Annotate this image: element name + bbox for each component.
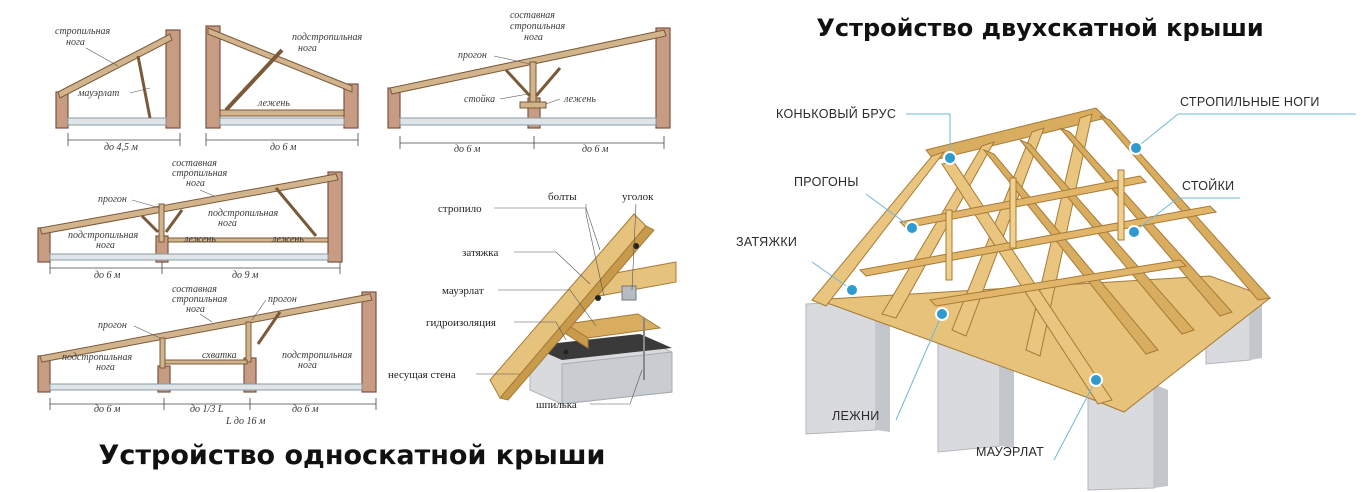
diagram-label: нога xyxy=(96,240,115,251)
diagram-label: нога xyxy=(218,218,237,229)
diagram-label: прогон xyxy=(98,320,127,331)
diagram-label: схватка xyxy=(202,350,237,361)
diagram-label: нога xyxy=(186,304,205,315)
diagram-label: прогон xyxy=(268,294,297,305)
shed-diagram-3: составная стропильная нога прогон стойка… xyxy=(387,10,671,155)
gable-roof-3d: КОНЬКОВЫЙ БРУС СТРОПИЛЬНЫЕ НОГИ ПРОГОНЫ … xyxy=(736,95,1356,491)
diagram-label: подстропильная xyxy=(68,230,138,241)
rafter-node-detail: стропило болты уголок затяжка мауэрлат г… xyxy=(388,191,677,411)
diagram-label: нога xyxy=(298,43,317,54)
diagram-label: прогон xyxy=(458,50,487,61)
diagram-label: подстропильная xyxy=(62,352,132,363)
label-mauerlat: МАУЭРЛАТ xyxy=(976,445,1044,459)
diagram-label: стропильная xyxy=(55,26,111,37)
diagram-label: до 1/3 L xyxy=(190,404,224,415)
label-rafters: СТРОПИЛЬНЫЕ НОГИ xyxy=(1180,95,1320,109)
diagram-label: стропильная xyxy=(172,168,228,179)
diagram-label: стропильная xyxy=(510,21,566,32)
diagram-label: мауэрлат xyxy=(442,285,484,297)
diagram-label: до 6 м xyxy=(94,404,121,415)
label-ties: ЗАТЯЖКИ xyxy=(736,235,797,249)
diagram-label: лежень xyxy=(271,234,304,245)
diagram-label: гидроизоляция xyxy=(426,317,496,329)
shed-diagram-5: составная стропильная нога прогон прогон… xyxy=(37,284,377,427)
diagram-label: лежень xyxy=(183,234,216,245)
diagram-label: подстропильная xyxy=(282,350,352,361)
diagram-label: подстропильная xyxy=(292,32,362,43)
shed-diagram-1: стропильная нога мауэрлат до 4,5 м xyxy=(55,26,181,153)
diagram-label: нога xyxy=(186,178,205,189)
diagram-label: до 6 м xyxy=(292,404,319,415)
diagram-label: до 9 м xyxy=(232,270,259,281)
label-posts: СТОЙКИ xyxy=(1182,178,1234,193)
diagram-label: стропильная xyxy=(172,294,228,305)
diagram-label: затяжка xyxy=(462,247,498,259)
label-purlins: ПРОГОНЫ xyxy=(794,175,859,189)
diagram-label: уголок xyxy=(622,191,654,203)
label-sleepers: ЛЕЖНИ xyxy=(832,409,880,423)
diagram-label: прогон xyxy=(98,194,127,205)
diagram-label: лежень xyxy=(563,94,596,105)
diagram-label: нога xyxy=(66,37,85,48)
diagram-label: болты xyxy=(548,191,577,203)
diagram-label: L до 16 м xyxy=(225,416,266,427)
diagram-label: составная xyxy=(510,10,555,21)
diagram-label: несущая стена xyxy=(388,369,456,381)
diagram-label: нога xyxy=(96,362,115,373)
shed-diagram-2: подстропильная нога лежень до 6 м xyxy=(205,25,362,153)
diagram-label: шпилька xyxy=(536,399,577,411)
shed-roof-title: Устройство односкатной крыши xyxy=(99,440,606,471)
label-ridge-beam: КОНЬКОВЫЙ БРУС xyxy=(776,106,896,121)
diagram-label: нога xyxy=(524,32,543,43)
gable-roof-title: Устройство двухскатной крыши xyxy=(816,14,1263,42)
diagram-label: стойка xyxy=(464,94,495,105)
diagram-label: до 4,5 м xyxy=(104,142,139,153)
diagram-label: до 6 м xyxy=(582,144,609,155)
diagram-label: нога xyxy=(298,360,317,371)
diagram-label: до 6 м xyxy=(454,144,481,155)
diagram-label: составная xyxy=(172,284,217,295)
diagram-label: до 6 м xyxy=(270,142,297,153)
diagram-label: подстропильная xyxy=(208,208,278,219)
diagram-label: мауэрлат xyxy=(77,88,119,99)
diagram-label: стропило xyxy=(438,203,482,215)
diagram-label: до 6 м xyxy=(94,270,121,281)
shed-diagram-4: составная стропильная нога прогон подстр… xyxy=(37,158,343,281)
diagram-label: лежень xyxy=(257,98,290,109)
diagram-label: составная xyxy=(172,158,217,169)
